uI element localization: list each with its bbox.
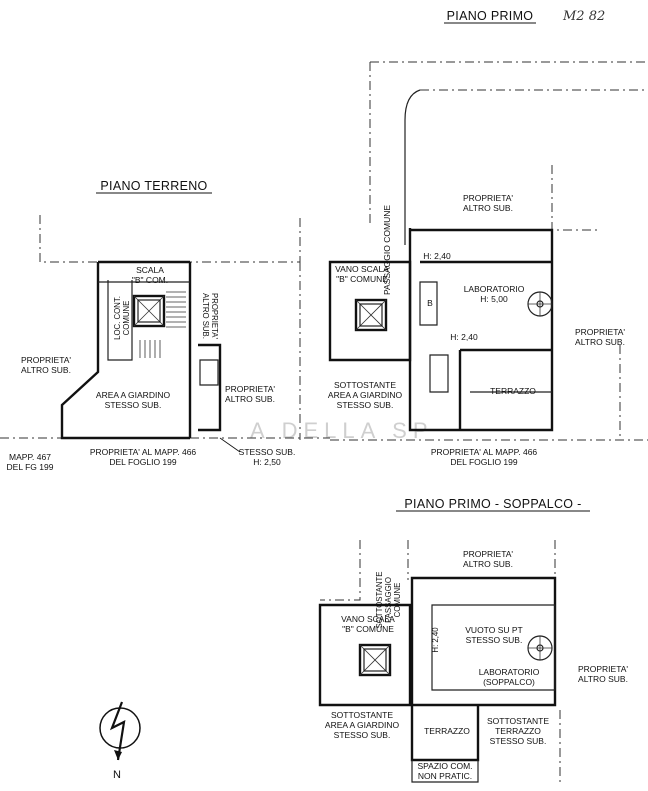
title-piano-primo: PIANO PRIMO bbox=[447, 9, 534, 23]
svg-text:PROPRIETA'ALTRO SUB.: PROPRIETA'ALTRO SUB. bbox=[21, 355, 71, 375]
svg-text:B: B bbox=[427, 298, 433, 308]
watermark: A DELLA SP bbox=[250, 418, 434, 443]
north-arrow-icon bbox=[99, 701, 141, 761]
handwritten-reference: M2 82 bbox=[562, 9, 605, 24]
title-piano-primo-soppalco: PIANO PRIMO - SOPPALCO - bbox=[404, 497, 581, 511]
svg-text:TERRAZZO: TERRAZZO bbox=[490, 386, 536, 396]
north-label: N bbox=[113, 769, 121, 781]
svg-text:VANO SCALA"B" COMUNE: VANO SCALA"B" COMUNE bbox=[341, 614, 395, 634]
svg-text:LOC. CONT.COMUNE: LOC. CONT.COMUNE bbox=[113, 296, 131, 340]
svg-text:SCALA"B" COM.: SCALA"B" COM. bbox=[132, 265, 168, 285]
svg-text:TERRAZZO: TERRAZZO bbox=[424, 726, 470, 736]
svg-text:PROPRIETA'ALTRO SUB.: PROPRIETA'ALTRO SUB. bbox=[201, 293, 219, 339]
svg-text:H: 2,40: H: 2,40 bbox=[423, 251, 451, 261]
plan-piano-primo: PASSAGGIO COMUNE PROPRIETA'ALTRO SUB. H:… bbox=[328, 61, 648, 467]
svg-text:PROPRIETA'ALTRO SUB.: PROPRIETA'ALTRO SUB. bbox=[578, 664, 628, 684]
svg-text:PROPRIETA'ALTRO SUB.: PROPRIETA'ALTRO SUB. bbox=[225, 384, 275, 404]
svg-text:PROPRIETA'ALTRO SUB.: PROPRIETA'ALTRO SUB. bbox=[463, 549, 513, 569]
svg-text:STESSO SUB.H: 2,50: STESSO SUB.H: 2,50 bbox=[239, 447, 296, 467]
plan-piano-terreno: SCALA"B" COM. LOC. CONT.COMUNE PROPRIETA… bbox=[0, 215, 330, 472]
svg-text:SOTTOSTANTEPASSAGGIOCOMUNE: SOTTOSTANTEPASSAGGIOCOMUNE bbox=[375, 572, 402, 629]
svg-text:LABORATORIO(SOPPALCO): LABORATORIO(SOPPALCO) bbox=[479, 667, 540, 687]
title-piano-terreno: PIANO TERRENO bbox=[100, 179, 207, 193]
svg-text:SPAZIO COM.NON PRATIC.: SPAZIO COM.NON PRATIC. bbox=[417, 761, 472, 781]
svg-text:PROPRIETA'ALTRO SUB.: PROPRIETA'ALTRO SUB. bbox=[463, 193, 513, 213]
label-passaggio-comune: PASSAGGIO COMUNE bbox=[382, 205, 392, 295]
svg-text:PROPRIETA'ALTRO SUB.: PROPRIETA'ALTRO SUB. bbox=[575, 327, 625, 347]
svg-text:H: 2,40: H: 2,40 bbox=[431, 627, 440, 653]
svg-text:VANO SCALA"B" COMUNE: VANO SCALA"B" COMUNE bbox=[335, 264, 389, 284]
svg-text:H: 2,40: H: 2,40 bbox=[450, 332, 478, 342]
plan-piano-primo-soppalco: SOTTOSTANTEPASSAGGIOCOMUNE PROPRIETA'ALT… bbox=[318, 540, 628, 785]
